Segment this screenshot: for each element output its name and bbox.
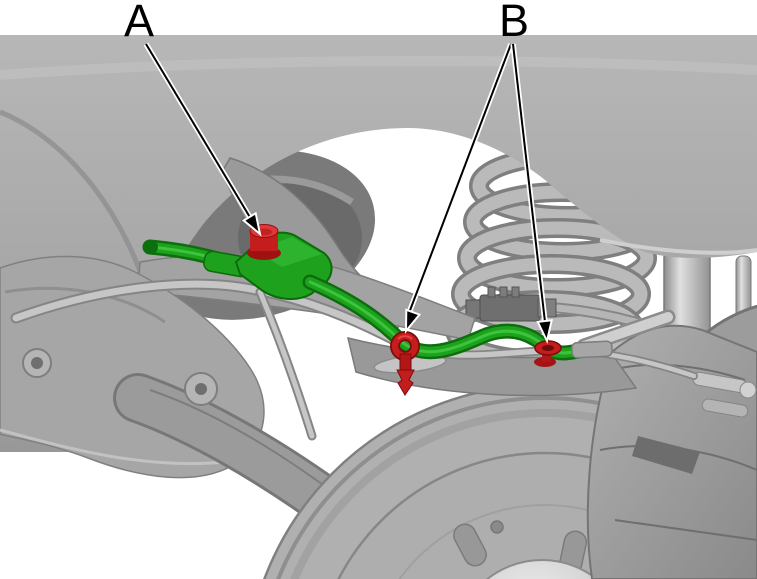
caliper-facet xyxy=(611,363,746,381)
spring-coil xyxy=(460,221,654,295)
callout-label-a: A xyxy=(124,0,154,46)
fender-body xyxy=(0,35,757,452)
callout-leaders xyxy=(143,42,553,345)
arm-boss-hole xyxy=(31,357,43,369)
brake-hose xyxy=(12,280,402,346)
leader-line-b1 xyxy=(408,43,512,314)
hub-dome xyxy=(485,559,599,579)
caliper-facet xyxy=(614,519,757,541)
clip1-stem xyxy=(399,353,412,371)
disc-groove xyxy=(276,396,757,579)
arrowhead-b1 xyxy=(404,308,422,334)
connector-rib xyxy=(499,286,508,298)
sensor-bracket xyxy=(203,224,333,300)
guide-pin xyxy=(701,398,749,418)
leader-line-b2 xyxy=(512,43,546,323)
cable-end-cap xyxy=(144,240,158,254)
leader-line-a xyxy=(145,43,252,220)
cable-clip-2 xyxy=(534,340,562,367)
clip2-stem xyxy=(542,350,551,362)
clip1-anchor-tip xyxy=(396,369,415,396)
cable-clip-1 xyxy=(390,331,420,396)
connector-rib xyxy=(487,286,496,298)
arrowhead-a xyxy=(241,211,262,237)
trailing-arm-edge xyxy=(0,428,226,466)
sill-lip-highlight xyxy=(599,238,757,255)
arrowhead-b2 xyxy=(536,319,553,345)
link-boss-hole xyxy=(195,383,207,395)
disc-lip xyxy=(290,409,757,579)
locating-hole xyxy=(490,520,504,534)
connector-body xyxy=(479,294,541,322)
clip1-highlight xyxy=(397,335,413,340)
bleeder-cap xyxy=(739,381,757,399)
clip2-head-center xyxy=(542,345,554,351)
fender-highlight xyxy=(0,55,757,80)
brake-pipe-down xyxy=(257,289,315,439)
lug-slot xyxy=(453,523,487,567)
cable-sleeve xyxy=(571,340,613,359)
disc-hat-ring xyxy=(398,504,692,579)
connector-rib xyxy=(511,286,520,298)
callout-label-b: B xyxy=(499,0,529,46)
caliper-slot xyxy=(632,436,700,474)
